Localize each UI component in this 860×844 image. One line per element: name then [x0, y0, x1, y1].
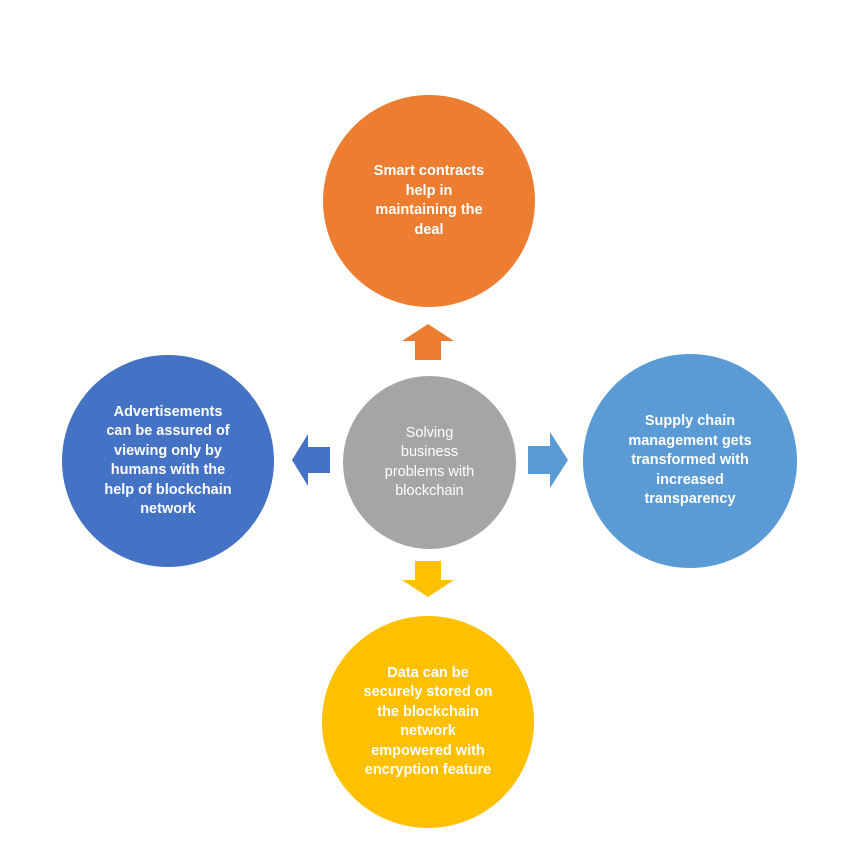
text-line: Advertisements	[113, 403, 223, 420]
text-line: empowered with	[371, 742, 485, 759]
node-supply-chain-label: Supply chain management gets transformed…	[620, 412, 760, 510]
arrow-right-icon	[528, 432, 568, 488]
text-line: network	[140, 501, 196, 517]
center-node-label: Solving business problems with blockchai…	[380, 424, 480, 502]
text-line: securely stored on	[363, 684, 493, 700]
node-data-storage-label: Data can be securely stored on the block…	[353, 664, 503, 781]
text-line: humans with the	[110, 462, 226, 478]
text-line: Supply chain	[644, 413, 736, 430]
text-line: help of blockchain	[104, 481, 232, 498]
text-line: maintaining the	[375, 202, 483, 218]
text-line: management gets	[628, 432, 752, 449]
text-line: help in	[405, 182, 453, 199]
node-supply-chain: Supply chain management gets transformed…	[583, 354, 797, 568]
node-smart-contracts: Smart contracts help in maintaining the …	[323, 95, 535, 307]
text-line: increased	[656, 471, 724, 488]
arrow-down-icon	[402, 561, 454, 597]
text-line: network	[400, 723, 456, 739]
text-line: transparency	[644, 491, 736, 508]
arrow-down-shape	[402, 561, 454, 597]
text-line: Solving	[405, 424, 454, 441]
arrow-left-icon	[292, 434, 330, 486]
arrow-left-shape	[292, 434, 330, 486]
node-smart-contracts-label: Smart contracts help in maintaining the …	[364, 162, 494, 240]
text-line: blockchain	[395, 483, 464, 499]
text-line: encryption feature	[364, 762, 492, 778]
text-line: Smart contracts	[373, 163, 485, 179]
node-advertisements: Advertisements can be assured of viewing…	[62, 355, 274, 567]
text-line: deal	[414, 221, 444, 238]
text-line: transformed with	[631, 452, 749, 469]
text-line: the blockchain	[377, 703, 479, 720]
text-line: problems with	[384, 463, 475, 480]
text-line: business	[400, 444, 459, 460]
text-line: can be assured of	[106, 423, 230, 439]
text-line: Data can be	[387, 664, 469, 681]
arrow-right-shape	[528, 432, 568, 488]
node-data-storage: Data can be securely stored on the block…	[322, 616, 534, 828]
node-advertisements-label: Advertisements can be assured of viewing…	[93, 403, 243, 520]
text-line: viewing only by	[114, 442, 222, 459]
center-node: Solving business problems with blockchai…	[343, 376, 516, 549]
arrow-up-shape	[402, 324, 454, 360]
arrow-up-icon	[402, 324, 454, 360]
